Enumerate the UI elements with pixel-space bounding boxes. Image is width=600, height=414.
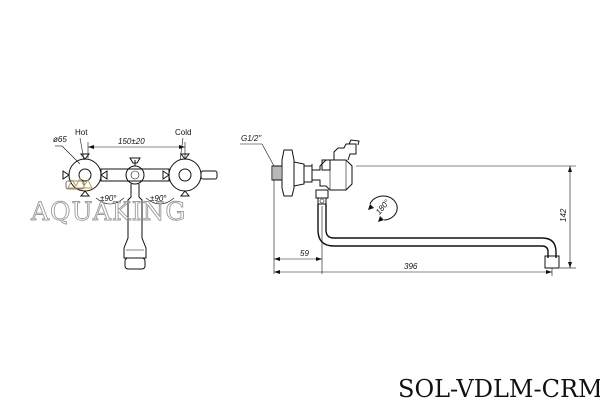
rotation-arrow-icon: 180° bbox=[368, 195, 398, 222]
front-view: 150±20 ø65 Hot Cold bbox=[53, 128, 218, 270]
diameter-label: ø65 bbox=[53, 135, 67, 144]
spacing-dimension-label: 150±20 bbox=[118, 137, 145, 146]
rotation-label: 180° bbox=[374, 197, 392, 216]
aquaking-watermark: AQUAKING bbox=[30, 176, 186, 226]
thread-label: G1/2" bbox=[241, 134, 262, 143]
crown-icon bbox=[67, 176, 93, 189]
model-code: SOL-VDLM-CRM bbox=[398, 375, 600, 403]
hot-label: Hot bbox=[75, 128, 88, 137]
angle-left-label: ±90° bbox=[100, 194, 117, 203]
cold-label: Cold bbox=[175, 128, 191, 137]
length-dimension-label: 396 bbox=[404, 262, 418, 271]
offset-dimension-label: 59 bbox=[300, 249, 309, 258]
side-view: G1/2" 180° bbox=[240, 134, 576, 276]
angle-right-label: ±90° bbox=[150, 194, 167, 203]
svg-text:AQUAKING: AQUAKING bbox=[30, 197, 186, 226]
cold-handle-rosette bbox=[162, 153, 218, 197]
height-dimension-label: 142 bbox=[559, 208, 568, 222]
diverter-switch bbox=[125, 157, 145, 185]
hot-handle-rosette bbox=[62, 153, 108, 197]
